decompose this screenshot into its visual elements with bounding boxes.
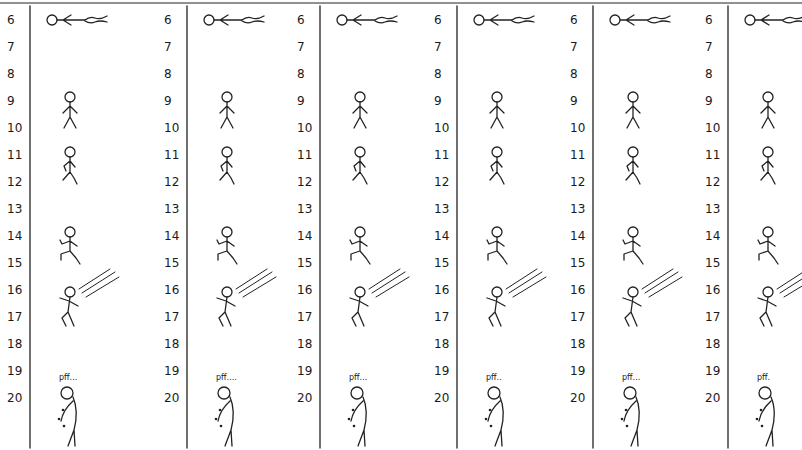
row-number: 16: [7, 284, 22, 296]
row-number: 6: [7, 14, 15, 26]
row-number: 19: [164, 365, 179, 377]
row-number: 11: [434, 149, 449, 161]
row-number: 10: [164, 122, 179, 134]
row-number: 11: [7, 149, 22, 161]
row-number: 15: [570, 257, 585, 269]
row-number: 7: [7, 41, 15, 53]
row-number: 18: [570, 338, 585, 350]
row-number: 13: [7, 203, 22, 215]
row-number: 12: [570, 176, 585, 188]
row-number: 10: [7, 122, 22, 134]
row-number: 6: [164, 14, 172, 26]
row-number: 18: [705, 338, 720, 350]
row-number: 20: [434, 392, 449, 404]
row-number: 7: [434, 41, 442, 53]
row-number: 16: [434, 284, 449, 296]
row-number: 17: [570, 311, 585, 323]
row-number: 9: [570, 95, 578, 107]
row-number: 10: [705, 122, 720, 134]
row-number: 18: [7, 338, 22, 350]
row-number: 12: [705, 176, 720, 188]
row-number: 16: [705, 284, 720, 296]
row-number: 6: [434, 14, 442, 26]
row-number: 8: [434, 68, 442, 80]
row-number: 15: [297, 257, 312, 269]
sigh-text: pff...: [59, 374, 77, 382]
row-number: 6: [297, 14, 305, 26]
sigh-text: pff...: [622, 374, 640, 382]
row-number: 19: [570, 365, 585, 377]
row-number: 12: [434, 176, 449, 188]
row-number: 17: [297, 311, 312, 323]
row-number: 15: [434, 257, 449, 269]
sigh-text: pff..: [486, 374, 502, 382]
row-number: 8: [7, 68, 15, 80]
row-number: 11: [164, 149, 179, 161]
row-number: 20: [164, 392, 179, 404]
row-number: 9: [7, 95, 15, 107]
row-number: 9: [434, 95, 442, 107]
row-number: 11: [705, 149, 720, 161]
row-number: 12: [164, 176, 179, 188]
row-number: 9: [705, 95, 713, 107]
row-number: 11: [570, 149, 585, 161]
row-number: 19: [434, 365, 449, 377]
row-number: 14: [434, 230, 449, 242]
row-number: 10: [297, 122, 312, 134]
row-number: 20: [297, 392, 312, 404]
row-number: 14: [570, 230, 585, 242]
row-number: 10: [570, 122, 585, 134]
row-number: 19: [297, 365, 312, 377]
row-number: 6: [570, 14, 578, 26]
row-number: 7: [570, 41, 578, 53]
row-number: 7: [164, 41, 172, 53]
row-number: 20: [570, 392, 585, 404]
row-number: 15: [705, 257, 720, 269]
row-number: 13: [297, 203, 312, 215]
row-number: 18: [297, 338, 312, 350]
row-number: 20: [705, 392, 720, 404]
row-number: 12: [297, 176, 312, 188]
row-number: 16: [164, 284, 179, 296]
row-number: 14: [7, 230, 22, 242]
row-number: 14: [297, 230, 312, 242]
sigh-text: pff....: [216, 374, 237, 382]
row-number: 17: [434, 311, 449, 323]
row-number: 18: [164, 338, 179, 350]
row-number: 13: [434, 203, 449, 215]
row-number: 6: [705, 14, 713, 26]
row-number: 13: [164, 203, 179, 215]
row-number: 17: [164, 311, 179, 323]
sigh-text: pff...: [349, 374, 367, 382]
row-number: 10: [434, 122, 449, 134]
row-number: 20: [7, 392, 22, 404]
row-number: 18: [434, 338, 449, 350]
row-number: 8: [164, 68, 172, 80]
row-number: 11: [297, 149, 312, 161]
row-number: 12: [7, 176, 22, 188]
row-number: 15: [7, 257, 22, 269]
row-number: 13: [570, 203, 585, 215]
sigh-text: pff.: [757, 374, 770, 382]
row-number: 9: [297, 95, 305, 107]
row-number: 8: [297, 68, 305, 80]
row-number: 19: [7, 365, 22, 377]
row-number: 14: [164, 230, 179, 242]
row-number: 9: [164, 95, 172, 107]
row-number: 19: [705, 365, 720, 377]
row-number: 14: [705, 230, 720, 242]
row-number: 15: [164, 257, 179, 269]
row-number: 17: [7, 311, 22, 323]
row-number: 7: [705, 41, 713, 53]
row-number: 16: [570, 284, 585, 296]
row-number: 8: [570, 68, 578, 80]
row-number: 7: [297, 41, 305, 53]
row-number: 16: [297, 284, 312, 296]
row-number: 8: [705, 68, 713, 80]
row-number: 13: [705, 203, 720, 215]
row-number: 17: [705, 311, 720, 323]
